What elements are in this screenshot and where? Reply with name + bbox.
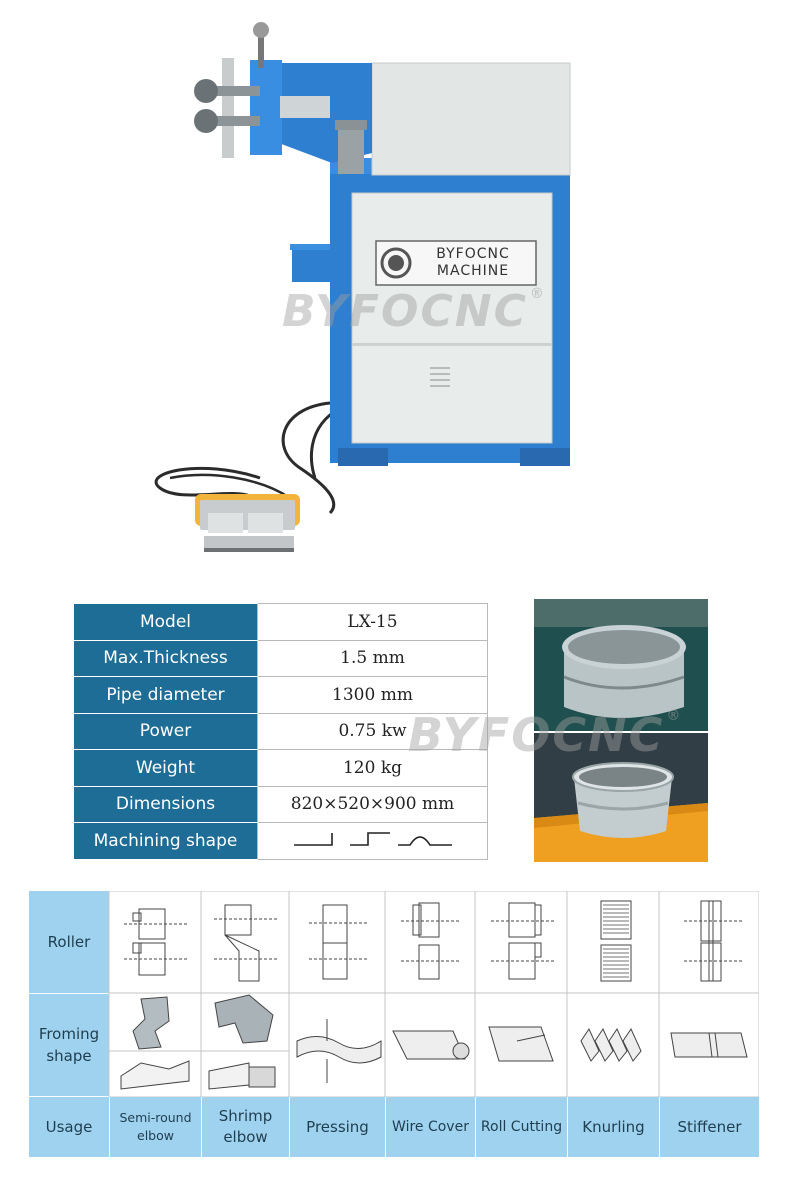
spec-table: Model LX-15 Max.Thickness 1.5 mm Pipe di… bbox=[73, 603, 488, 860]
product-photo-bucket bbox=[534, 733, 708, 862]
spec-value: 1300 mm bbox=[257, 676, 488, 714]
machine-photo: BYFOCNC MACHINE bbox=[140, 8, 620, 568]
watermark-text: BYFOCNC bbox=[282, 286, 528, 337]
row-header-roller: Roller bbox=[29, 891, 109, 993]
spec-row: Max.Thickness 1.5 mm bbox=[73, 639, 488, 677]
logo-text: BYFOCNC MACHINE bbox=[408, 246, 538, 280]
machining-shape-icons bbox=[257, 822, 488, 860]
usage-label: Shrimp elbow bbox=[218, 1107, 273, 1146]
watermark-middle: BYFOCNC® bbox=[408, 708, 682, 762]
usage-label: Roll Cutting bbox=[480, 1119, 563, 1135]
usage-shrimp-elbow: Shrimp elbow bbox=[201, 1097, 289, 1157]
row-header-forming: Froming shape bbox=[29, 994, 109, 1096]
process-table: Roller Froming shape Usage bbox=[29, 891, 759, 1157]
spec-label: Weight bbox=[73, 749, 258, 787]
usage-semi-round-elbow: Semi-round elbow bbox=[109, 1097, 201, 1157]
registered-mark: ® bbox=[666, 708, 683, 724]
usage-label: Knurling bbox=[582, 1118, 645, 1136]
spec-row: Pipe diameter 1300 mm bbox=[73, 676, 488, 714]
spec-label: Machining shape bbox=[73, 822, 258, 860]
spec-value: 820×520×900 mm bbox=[257, 785, 488, 823]
spec-row: Weight 120 kg bbox=[73, 749, 488, 787]
usage-pressing: Pressing bbox=[289, 1097, 385, 1157]
spec-label: Max.Thickness bbox=[73, 639, 258, 677]
spec-value: 120 kg bbox=[257, 749, 488, 787]
watermark-text: BYFOCNC bbox=[408, 708, 665, 762]
usage-stiffener: Stiffener bbox=[659, 1097, 759, 1157]
process-grid bbox=[108, 891, 759, 1097]
spec-value: 1.5 mm bbox=[257, 639, 488, 677]
usage-roll-cutting: Roll Cutting bbox=[475, 1097, 567, 1157]
spec-row: Dimensions 820×520×900 mm bbox=[73, 785, 488, 823]
spec-label: Model bbox=[73, 603, 258, 641]
spec-row: Power 0.75 kw bbox=[73, 712, 488, 750]
spec-label: Dimensions bbox=[73, 785, 258, 823]
spec-value: 0.75 kw bbox=[257, 712, 488, 750]
usage-knurling: Knurling bbox=[567, 1097, 659, 1157]
usage-label: Pressing bbox=[306, 1118, 369, 1136]
logo-line-1: BYFOCNC bbox=[436, 246, 510, 262]
spec-value: LX-15 bbox=[257, 603, 488, 641]
product-photo-ring bbox=[534, 599, 708, 731]
spec-row: Model LX-15 bbox=[73, 603, 488, 641]
usage-label: Wire Cover bbox=[392, 1119, 469, 1135]
usage-wire-cover: Wire Cover bbox=[385, 1097, 475, 1157]
spec-label: Power bbox=[73, 712, 258, 750]
spec-row: Machining shape bbox=[73, 822, 488, 860]
usage-label: Stiffener bbox=[677, 1118, 742, 1136]
row-header-usage: Usage bbox=[29, 1097, 109, 1157]
spec-label: Pipe diameter bbox=[73, 676, 258, 714]
watermark-top: BYFOCNC® bbox=[282, 286, 546, 337]
registered-mark: ® bbox=[529, 286, 546, 302]
logo-line-2: MACHINE bbox=[436, 263, 510, 279]
usage-label: Semi-round elbow bbox=[119, 1110, 192, 1143]
machining-shape-icon bbox=[293, 832, 452, 847]
